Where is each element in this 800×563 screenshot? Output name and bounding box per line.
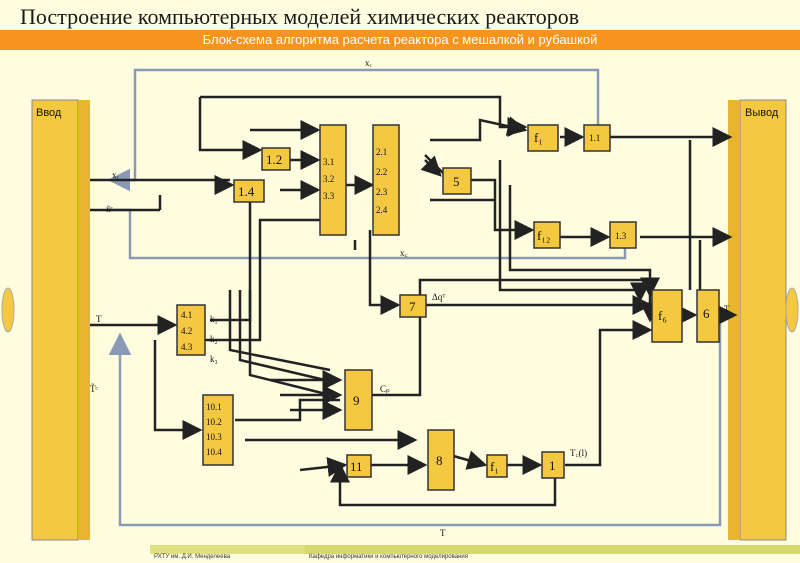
block-f6: f₆ [651,289,683,343]
block-3: 3.1 3.2 3.3 [319,124,347,236]
svg-text:f₆: f₆ [658,308,667,323]
label-xc: x̃ᶜ [106,204,114,214]
block-8: 8 [427,429,455,491]
svg-text:3.1: 3.1 [323,157,334,167]
label-k2: k₂ [210,334,218,344]
block-9: 9 [344,369,373,431]
svg-text:4.2: 4.2 [181,326,192,336]
svg-text:3.2: 3.2 [323,174,334,184]
svg-text:1.3: 1.3 [615,231,627,241]
svg-text:4.3: 4.3 [181,342,193,352]
block-5: 5 [442,167,472,195]
flowchart: Ввод Вывод xᵣ x꜀ T [1,58,799,541]
label-cp: Cₚ [380,384,390,394]
svg-text:10.2: 10.2 [206,417,222,427]
label-k3: k₃ [210,354,218,364]
label-t-in: T [96,314,102,324]
subtitle: Блок-схема алгоритма расчета реактора с … [202,32,598,47]
svg-text:1: 1 [549,458,556,473]
label-dq: Δqᵀ [432,292,446,302]
block-1-1: 1.1 [583,124,611,152]
svg-text:9: 9 [353,393,360,408]
label-t-bottom: T [440,528,446,538]
svg-text:f₁: f₁ [534,130,543,145]
label-xc-mid: x꜀ [400,248,408,258]
svg-text:f₁: f₁ [490,459,499,474]
label-tt: T꜀(l) [570,448,587,458]
svg-text:5: 5 [453,174,460,189]
svg-text:1.4: 1.4 [238,184,255,199]
block-f12: f₁₂ [533,221,561,249]
block-7: 7 [399,294,427,318]
svg-text:10.4: 10.4 [206,447,222,457]
svg-text:2.1: 2.1 [376,147,387,157]
block-4: 4.1 4.2 4.3 [176,304,206,356]
label-t-right: T [724,304,730,314]
label-k1: k₁ [210,314,218,324]
subtitle-bar: Блок-схема алгоритма расчета реактора с … [0,30,800,50]
svg-text:2.2: 2.2 [376,167,387,177]
block-2: 2.1 2.2 2.3 2.4 [372,124,400,236]
block-6: 6 [696,289,720,343]
block-1-3: 1.3 [609,221,637,249]
footer: РХТУ им. Д.И. Менделеева Кафедра информа… [0,545,800,560]
label-tc: T̃ᶜ [90,384,98,394]
block-1-2: 1.2 [261,147,291,171]
footer-left: РХТУ им. Д.И. Менделеева [150,545,305,560]
input-panel: Ввод [1,99,90,541]
svg-text:8: 8 [436,453,443,468]
label-xr: xᵣ [112,170,119,180]
svg-text:3.3: 3.3 [323,191,335,201]
svg-text:10.1: 10.1 [206,402,222,412]
svg-text:2.3: 2.3 [376,187,388,197]
page-title: Построение компьютерных моделей химическ… [20,4,580,29]
output-label: Вывод [745,107,779,119]
wires [90,95,738,507]
block-f8: f₁ [486,454,508,478]
block-11: 11 [346,454,372,478]
svg-text:1.2: 1.2 [266,152,282,167]
svg-text:1.1: 1.1 [589,133,600,143]
label-xe-top: xᵣ [365,58,372,68]
output-panel: Вывод [728,99,799,541]
footer-right: Кафедра информатики и компьютерного моде… [305,545,800,560]
svg-text:f₁₂: f₁₂ [537,228,550,243]
svg-text:6: 6 [703,306,710,321]
svg-text:11: 11 [350,459,363,474]
svg-text:10.3: 10.3 [206,432,222,442]
block-10: 10.1 10.2 10.3 10.4 [202,394,234,466]
svg-text:2.4: 2.4 [376,205,388,215]
svg-text:4.1: 4.1 [181,310,192,320]
svg-text:7: 7 [409,299,416,314]
block-1-4: 1.4 [233,179,265,203]
input-label: Ввод [36,107,62,119]
block-1: 1 [541,451,565,479]
block-f1: f₁ [527,124,559,152]
